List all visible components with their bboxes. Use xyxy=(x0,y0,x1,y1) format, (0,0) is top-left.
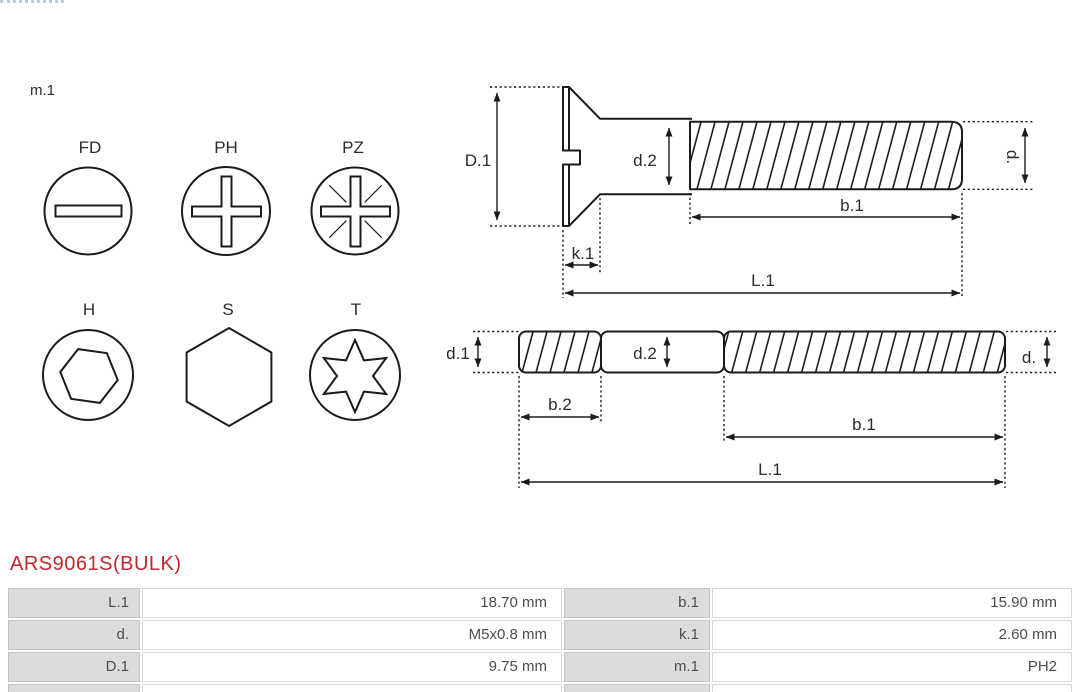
dim-label-d2-bottom: d.2 xyxy=(633,344,657,363)
spec-value-cell xyxy=(712,684,1072,692)
table-row: L.1 18.70 mm b.1 15.90 mm xyxy=(8,588,1072,618)
dim-label-d2-top: d.2 xyxy=(633,151,657,170)
ph-icon-label: PH xyxy=(214,138,238,157)
pz-icon-label: PZ xyxy=(342,138,364,157)
table-row: d. M5x0.8 mm k.1 2.60 mm xyxy=(8,620,1072,650)
t-icon-star xyxy=(321,337,389,415)
spec-value-cell: 15.90 mm xyxy=(712,588,1072,618)
phillips-icon: PH xyxy=(181,138,271,256)
ph-icon-circle xyxy=(181,166,271,256)
countersunk-screw-drawing: D.1 d.2 d. b.1 k.1 L.1 xyxy=(465,86,1034,298)
dim-label-L1-top: L.1 xyxy=(751,271,775,290)
dim-label-d-bottom: d. xyxy=(1022,348,1036,367)
spec-value-cell xyxy=(142,684,562,692)
drive-type-icons: FD PH PZ H xyxy=(42,138,401,428)
ph-icon-cross xyxy=(191,175,262,248)
dim-label-b2: b.2 xyxy=(548,395,572,414)
dim-label-k1: k.1 xyxy=(572,244,595,263)
spec-table: L.1 18.70 mm b.1 15.90 mm d. M5x0.8 mm k… xyxy=(8,588,1072,692)
top-extension-lines xyxy=(490,86,1034,298)
spec-label-cell: d. xyxy=(8,620,140,650)
fd-icon-circle xyxy=(43,166,133,256)
h-icon-hexagon xyxy=(59,348,119,404)
pozidriv-icon: PZ xyxy=(310,138,400,256)
dim-label-D1: D.1 xyxy=(465,151,491,170)
spec-label-cell xyxy=(8,684,140,692)
torx-icon: T xyxy=(309,300,401,421)
spec-value-cell: PH2 xyxy=(712,652,1072,682)
t-icon-label: T xyxy=(351,300,361,319)
screw-technical-diagram: m.1 FD PH PZ xyxy=(30,82,1056,488)
screw-head-bottom-edge xyxy=(563,193,692,227)
fd-slot-icon: FD xyxy=(43,138,133,256)
hex-external-icon: S xyxy=(185,300,273,428)
part-number-title: ARS9061S(BULK) xyxy=(10,553,182,575)
spec-label-cell: m.1 xyxy=(564,652,710,682)
stud-right-thread-section xyxy=(723,330,1006,374)
spec-value-cell: 9.75 mm xyxy=(142,652,562,682)
stud-drawing: d.1 d.2 d. b.2 b.1 L.1 xyxy=(446,330,1056,488)
dim-label-b1-bottom: b.1 xyxy=(852,415,876,434)
spec-label-cell: L.1 xyxy=(8,588,140,618)
fd-icon-label: FD xyxy=(79,138,102,157)
dim-label-L1-bottom: L.1 xyxy=(758,460,782,479)
table-row-partial xyxy=(8,684,1072,692)
screw-head-top-edge xyxy=(563,86,692,120)
dim-label-d-top: d. xyxy=(1003,150,1022,164)
stud-extension-lines xyxy=(473,330,1056,488)
s-icon-label: S xyxy=(222,300,233,319)
spec-label-cell xyxy=(564,684,710,692)
pz-icon-circle xyxy=(310,166,400,256)
pz-icon-cross xyxy=(320,175,391,248)
spec-value-cell: 18.70 mm xyxy=(142,588,562,618)
screw-head-face-and-slot xyxy=(562,87,581,226)
h-icon-circle xyxy=(42,329,134,421)
fd-icon-slot xyxy=(54,204,123,218)
h-icon-label: H xyxy=(83,300,95,319)
screw-thread-section xyxy=(689,120,963,191)
hex-socket-icon: H xyxy=(42,300,134,421)
spec-label-cell: k.1 xyxy=(564,620,710,650)
drive-size-caption: m.1 xyxy=(30,82,55,99)
spec-label-cell: D.1 xyxy=(8,652,140,682)
table-row: D.1 9.75 mm m.1 PH2 xyxy=(8,652,1072,682)
s-icon-hexagon xyxy=(185,326,273,428)
page-edge-artifact xyxy=(0,0,64,3)
spec-value-cell: M5x0.8 mm xyxy=(142,620,562,650)
t-icon-circle xyxy=(309,329,401,421)
pz-icon-diagonals xyxy=(328,184,383,239)
spec-value-cell: 2.60 mm xyxy=(712,620,1072,650)
spec-label-cell: b.1 xyxy=(564,588,710,618)
stud-left-thread-section xyxy=(518,330,602,374)
dim-label-b1-top: b.1 xyxy=(840,196,864,215)
dim-label-d1: d.1 xyxy=(446,344,470,363)
stud-plain-section xyxy=(600,330,725,374)
